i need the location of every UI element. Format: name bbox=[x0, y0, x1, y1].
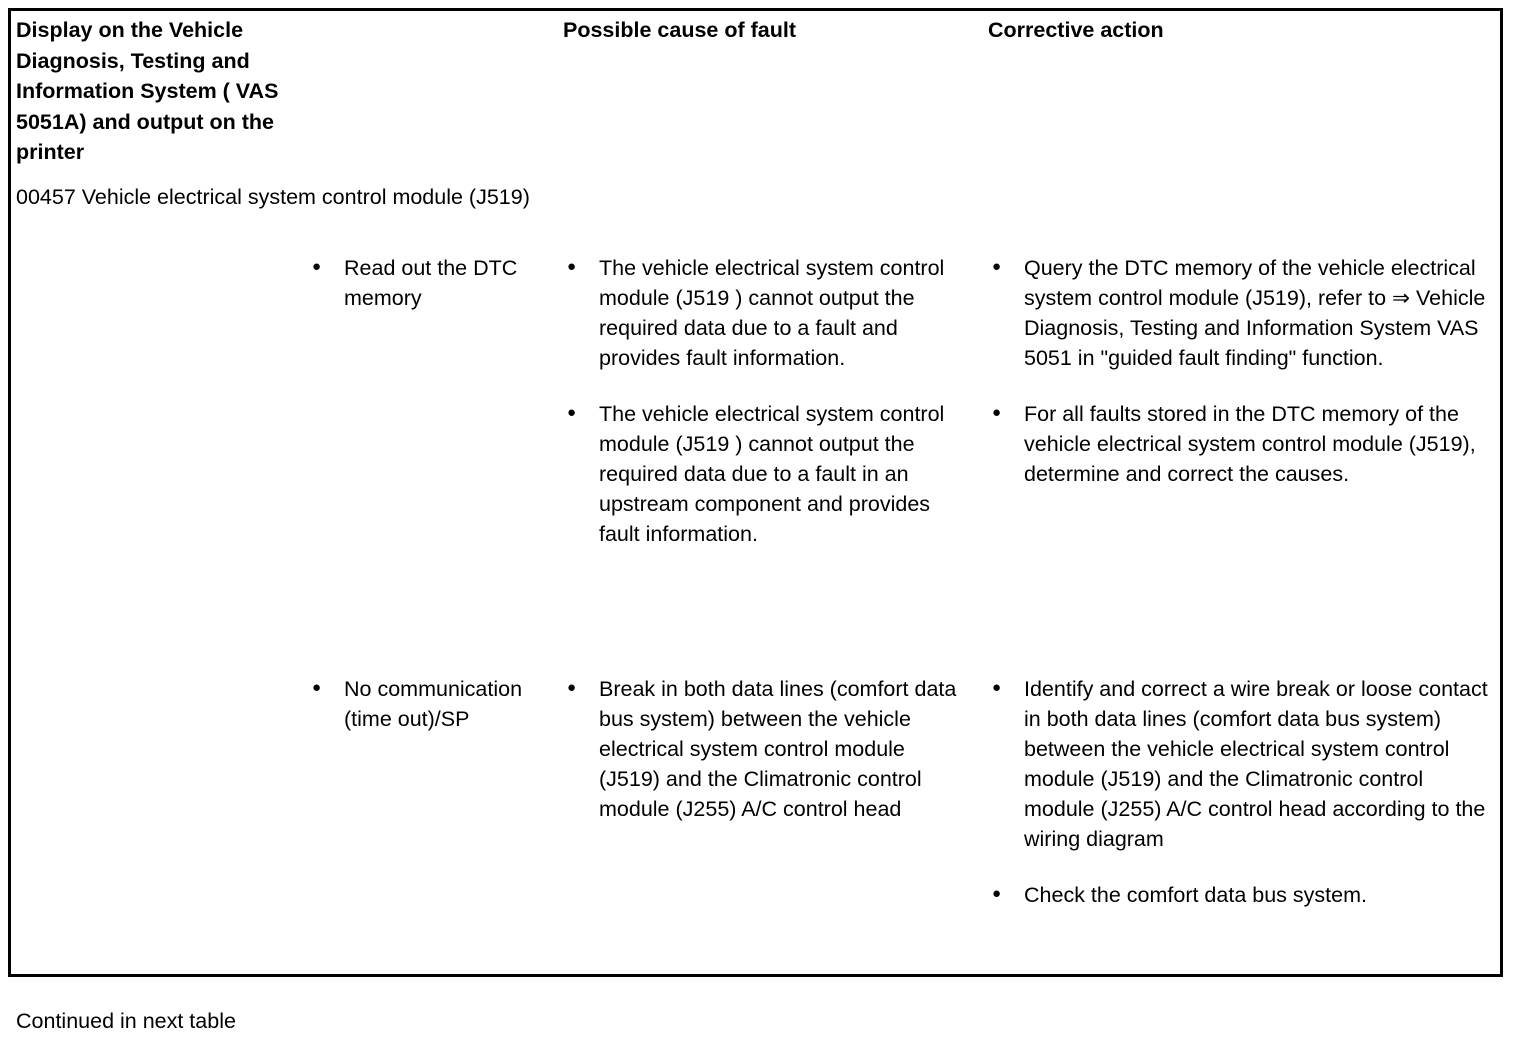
header-action-text: Corrective action bbox=[988, 18, 1164, 42]
list-item: No communication (time out)/SP bbox=[306, 673, 545, 734]
list-item: Check the comfort data bus system. bbox=[986, 879, 1493, 910]
header-cell-display: Display on the Vehicle Diagnosis, Testin… bbox=[8, 8, 300, 176]
list-item: For all faults stored in the DTC memory … bbox=[986, 398, 1493, 489]
list-item: Query the DTC memory of the vehicle elec… bbox=[986, 252, 1493, 373]
list-item: Identify and correct a wire break or loo… bbox=[986, 673, 1493, 855]
dtc-action-cell-empty bbox=[980, 176, 1503, 243]
row2-display-content: No communication (time out)/SP bbox=[300, 664, 555, 744]
footer-continued-cell: Continued in next table bbox=[8, 1000, 555, 1044]
header-cell-action: Corrective action bbox=[980, 8, 1503, 176]
footer-action-cell-empty bbox=[980, 1000, 1503, 1044]
bullet-list: The vehicle electrical system control mo… bbox=[561, 252, 970, 550]
row1-cause-content: The vehicle electrical system control mo… bbox=[555, 243, 980, 560]
table-row: Read out the DTC memory The vehicle elec… bbox=[8, 243, 1503, 664]
bullet-list: Identify and correct a wire break or loo… bbox=[986, 673, 1493, 911]
table-header-row: Display on the Vehicle Diagnosis, Testin… bbox=[8, 8, 1503, 176]
bullet-list: Query the DTC memory of the vehicle elec… bbox=[986, 252, 1493, 490]
header-cell-display-spacer bbox=[300, 8, 555, 176]
list-item: The vehicle electrical system control mo… bbox=[561, 398, 970, 549]
row1-display-cell: Read out the DTC memory bbox=[300, 243, 555, 664]
dtc-code-row: 00457 Vehicle electrical system control … bbox=[8, 176, 1503, 243]
row2-display-blank-cell bbox=[8, 664, 300, 1000]
row2-cause-content: Break in both data lines (comfort data b… bbox=[555, 664, 980, 834]
footer-continued-text: Continued in next table bbox=[16, 1008, 236, 1033]
bullet-list: No communication (time out)/SP bbox=[306, 673, 545, 734]
list-item: Break in both data lines (comfort data b… bbox=[561, 673, 970, 824]
document-page: Display on the Vehicle Diagnosis, Testin… bbox=[0, 0, 1520, 984]
header-cell-cause: Possible cause of fault bbox=[555, 8, 980, 176]
row1-display-content: Read out the DTC memory bbox=[300, 243, 555, 323]
row1-display-blank-cell bbox=[8, 243, 300, 664]
list-item: The vehicle electrical system control mo… bbox=[561, 252, 970, 373]
table-row: No communication (time out)/SP Break in … bbox=[8, 664, 1503, 1000]
dtc-code-cell: 00457 Vehicle electrical system control … bbox=[8, 176, 555, 243]
table-footer-row: Continued in next table bbox=[8, 1000, 1503, 1044]
dtc-code-text: 00457 Vehicle electrical system control … bbox=[16, 184, 530, 209]
dtc-cause-cell-empty bbox=[555, 176, 980, 243]
list-item: Read out the DTC memory bbox=[306, 252, 545, 313]
header-cause-text: Possible cause of fault bbox=[563, 18, 796, 42]
row2-action-content: Identify and correct a wire break or loo… bbox=[980, 664, 1503, 921]
bullet-list: Break in both data lines (comfort data b… bbox=[561, 673, 970, 824]
row2-cause-cell: Break in both data lines (comfort data b… bbox=[555, 664, 980, 1000]
row2-action-cell: Identify and correct a wire break or loo… bbox=[980, 664, 1503, 1000]
row1-action-cell: Query the DTC memory of the vehicle elec… bbox=[980, 243, 1503, 664]
row2-display-cell: No communication (time out)/SP bbox=[300, 664, 555, 1000]
bullet-list: Read out the DTC memory bbox=[306, 252, 545, 313]
row1-action-content: Query the DTC memory of the vehicle elec… bbox=[980, 243, 1503, 500]
footer-cause-cell-empty bbox=[555, 1000, 980, 1044]
fault-diagnosis-table: Display on the Vehicle Diagnosis, Testin… bbox=[8, 8, 1503, 1044]
row1-cause-cell: The vehicle electrical system control mo… bbox=[555, 243, 980, 664]
header-display-text: Display on the Vehicle Diagnosis, Testin… bbox=[16, 18, 279, 165]
